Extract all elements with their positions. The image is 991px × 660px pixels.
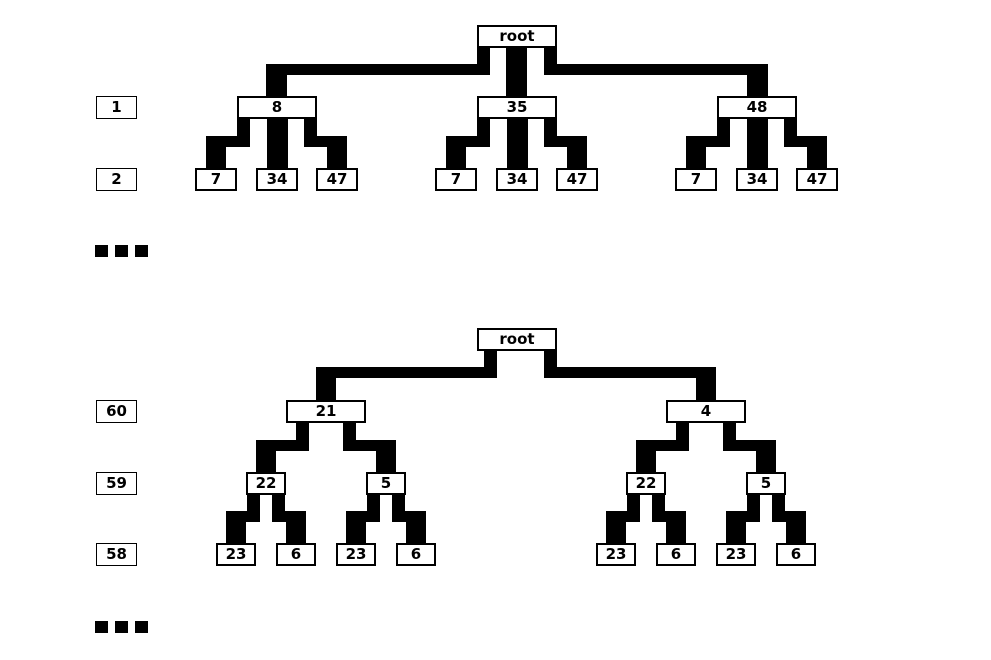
tree-connector [786,511,806,545]
tree-connector [267,118,288,170]
tree-leaf: 47 [796,168,838,191]
tree-node: 8 [237,96,317,119]
tree-node: 5 [746,472,786,495]
tree-connector [376,440,396,474]
row-label-60: 60 [96,400,137,423]
tree-connector [723,440,776,451]
row-label-1: 1 [96,96,137,119]
tree-leaf: 6 [276,543,316,566]
tree-leaf: 6 [776,543,816,566]
tree-connector [206,136,250,147]
tree-leaf: 6 [396,543,436,566]
tree-connector [807,136,827,170]
tree-connector [606,511,626,545]
tree-connector [726,511,746,545]
tree-connector [256,440,309,451]
tree-connector [544,367,716,378]
tree-leaf: 47 [556,168,598,191]
tree-connector [747,64,768,98]
tree-connector [266,64,287,98]
tree-leaf: 23 [596,543,636,566]
tree-node-root: root [477,328,557,351]
ellipsis-dot [115,621,128,633]
tree-connector [506,47,527,98]
tree-connector [686,136,706,170]
ellipsis-dot [95,621,108,633]
tree-node: 35 [477,96,557,119]
tree-connector [507,118,528,170]
tree-connector [226,511,246,545]
tree-leaf: 23 [336,543,376,566]
tree-connector [544,64,768,75]
tree-connector [747,118,768,170]
tree-connector [266,64,490,75]
ellipsis-top [95,245,148,257]
tree-leaf: 7 [195,168,237,191]
ellipsis-dot [135,245,148,257]
row-label-2: 2 [96,168,137,191]
tree-connector [686,136,730,147]
tree-connector [206,136,226,170]
row-label-58: 58 [96,543,137,566]
tree-node: 21 [286,400,366,423]
tree-connector [696,367,716,402]
tree-connector [636,440,689,451]
tree-connector [316,367,497,378]
tree-leaf: 34 [736,168,778,191]
tree-connector [286,511,306,545]
tree-connector [544,136,587,147]
tree-leaf: 7 [675,168,717,191]
tree-node: 48 [717,96,797,119]
ellipsis-dot [135,621,148,633]
tree-leaf: 6 [656,543,696,566]
tree-leaf: 7 [435,168,477,191]
tree-connector [567,136,587,170]
tree-connector [346,511,366,545]
tree-connector [784,136,827,147]
tree-leaf: 23 [216,543,256,566]
tree-connector [406,511,426,545]
tree-leaf: 34 [256,168,298,191]
tree-connector [343,440,396,451]
tree-connector [256,440,276,474]
tree-node: 5 [366,472,406,495]
tree-connector [316,367,336,402]
ellipsis-dot [115,245,128,257]
ellipsis-bottom [95,621,148,633]
tree-node: 22 [246,472,286,495]
tree-connector [446,136,466,170]
tree-node: 22 [626,472,666,495]
ellipsis-dot [95,245,108,257]
tree-leaf: 47 [316,168,358,191]
tree-connector [756,440,776,474]
tree-node-root: root [477,25,557,48]
tree-node: 4 [666,400,746,423]
tree-connector [446,136,490,147]
row-label-59: 59 [96,472,137,495]
tree-connector [636,440,656,474]
tree-connector [304,136,347,147]
tree-connector [666,511,686,545]
tree-connector [327,136,347,170]
tree-leaf: 23 [716,543,756,566]
tree-leaf: 34 [496,168,538,191]
